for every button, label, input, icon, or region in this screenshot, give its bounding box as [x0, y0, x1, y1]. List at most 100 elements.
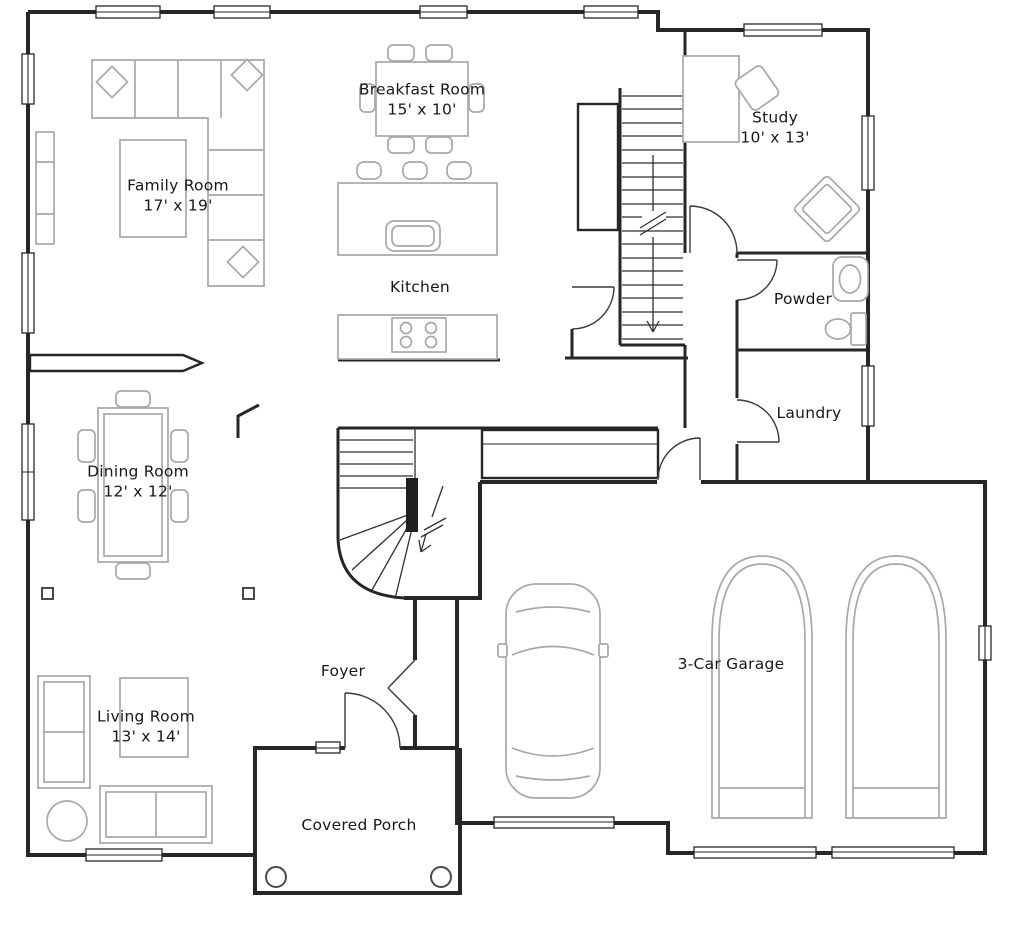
media-console-lines	[36, 161, 54, 215]
chair	[170, 429, 189, 463]
coffee-table	[119, 677, 189, 758]
room-name: Foyer	[320, 661, 366, 680]
hall-closet	[480, 428, 660, 480]
chair	[425, 44, 453, 62]
room-label-foyer: Foyer	[321, 661, 365, 681]
closet-door	[571, 286, 615, 330]
room-name: Powder	[773, 289, 833, 308]
burner	[424, 335, 438, 349]
dining-table	[97, 407, 169, 563]
media-console	[35, 131, 55, 245]
desk	[682, 55, 740, 143]
burner	[424, 321, 438, 335]
furniture-garage	[497, 555, 947, 819]
chimney	[576, 102, 620, 232]
porch-column	[265, 866, 287, 888]
interior-walls	[28, 30, 868, 600]
porch-column	[430, 866, 452, 888]
room-name: Breakfast Room	[358, 80, 486, 99]
chair	[425, 136, 453, 154]
room-name: 3-Car Garage	[677, 654, 785, 673]
chair	[387, 136, 415, 154]
room-name: Covered Porch	[301, 815, 417, 834]
room-name: Family Room	[127, 176, 229, 195]
room-label-laundry: Laundry	[777, 403, 842, 423]
window-mullions	[22, 11, 986, 856]
staircase-main	[622, 95, 683, 340]
room-label-study: Study 10' x 13'	[740, 108, 809, 149]
chair	[77, 429, 96, 463]
vanity-sink	[832, 256, 869, 302]
room-label-powder: Powder	[774, 289, 832, 309]
room-dims: 12' x 12'	[103, 483, 173, 501]
kitchen-wall	[338, 329, 688, 362]
chair	[170, 489, 189, 523]
desk-chair	[734, 65, 780, 111]
chair	[468, 83, 485, 113]
room-dims: 10' x 13'	[740, 129, 810, 147]
car-rear-window	[511, 747, 595, 757]
stove	[391, 317, 447, 353]
car-schematic	[711, 555, 813, 819]
toilet-tank	[850, 312, 867, 346]
room-name: Study	[751, 108, 798, 127]
newel-post	[406, 478, 418, 532]
front-door	[344, 692, 401, 749]
stair-treads	[339, 439, 417, 600]
furniture-powder	[824, 256, 869, 346]
lounge-chair	[793, 175, 861, 243]
foyer-double-door	[387, 659, 416, 716]
throw-pillow	[230, 58, 264, 92]
chair	[115, 390, 151, 408]
furniture-breakfast-room	[359, 44, 485, 154]
room-name: Laundry	[776, 403, 842, 422]
staircase-foyer	[339, 428, 447, 600]
coffee-table	[119, 139, 187, 238]
lounge-chair-cushion	[801, 183, 853, 235]
round-side-table	[46, 800, 88, 842]
porch-outline	[253, 748, 462, 895]
stair-direction-arrow	[418, 485, 447, 553]
car-mirror	[497, 643, 508, 658]
furniture-family-room	[35, 58, 265, 287]
island-sink-basin	[391, 225, 435, 247]
island-sink	[385, 220, 441, 252]
stair-bay-wall	[336, 428, 405, 600]
kitchen-island	[337, 182, 498, 256]
room-name: Kitchen	[389, 277, 451, 296]
room-label-living-room: Living Room 13' x 14'	[97, 707, 195, 748]
room-label-dining-room: Dining Room 12' x 12'	[87, 462, 189, 503]
room-label-family-room: Family Room 17' x 19'	[127, 176, 229, 217]
sofa-cushion-lines	[134, 60, 264, 241]
door-gap	[657, 478, 701, 486]
garage-hall-door	[657, 437, 701, 481]
car-inner	[852, 563, 940, 818]
stair-bottom-wall	[620, 343, 687, 428]
burner	[399, 321, 413, 335]
sink-basin	[838, 264, 862, 294]
chair	[77, 489, 96, 523]
powder-door	[736, 259, 778, 301]
chair	[387, 44, 415, 62]
throw-pillow	[95, 65, 129, 99]
room-label-garage: 3-Car Garage	[678, 654, 785, 674]
car-inner	[718, 563, 806, 818]
covered-porch-structure	[253, 748, 462, 895]
car-trunk-line	[515, 775, 591, 781]
room-dims: 13' x 14'	[111, 728, 181, 746]
dining-table-inner	[103, 413, 163, 557]
laundry-door	[736, 399, 780, 443]
car	[497, 583, 609, 799]
column-marker	[242, 587, 255, 600]
throw-pillow	[226, 245, 260, 279]
chair	[359, 83, 376, 113]
windows	[21, 5, 992, 862]
furniture-living-room	[37, 675, 213, 844]
room-label-kitchen: Kitchen	[390, 277, 450, 297]
car-outline	[711, 555, 813, 819]
room-name: Dining Room	[87, 462, 189, 481]
half-wall	[28, 353, 206, 373]
room-label-covered-porch: Covered Porch	[301, 815, 416, 835]
